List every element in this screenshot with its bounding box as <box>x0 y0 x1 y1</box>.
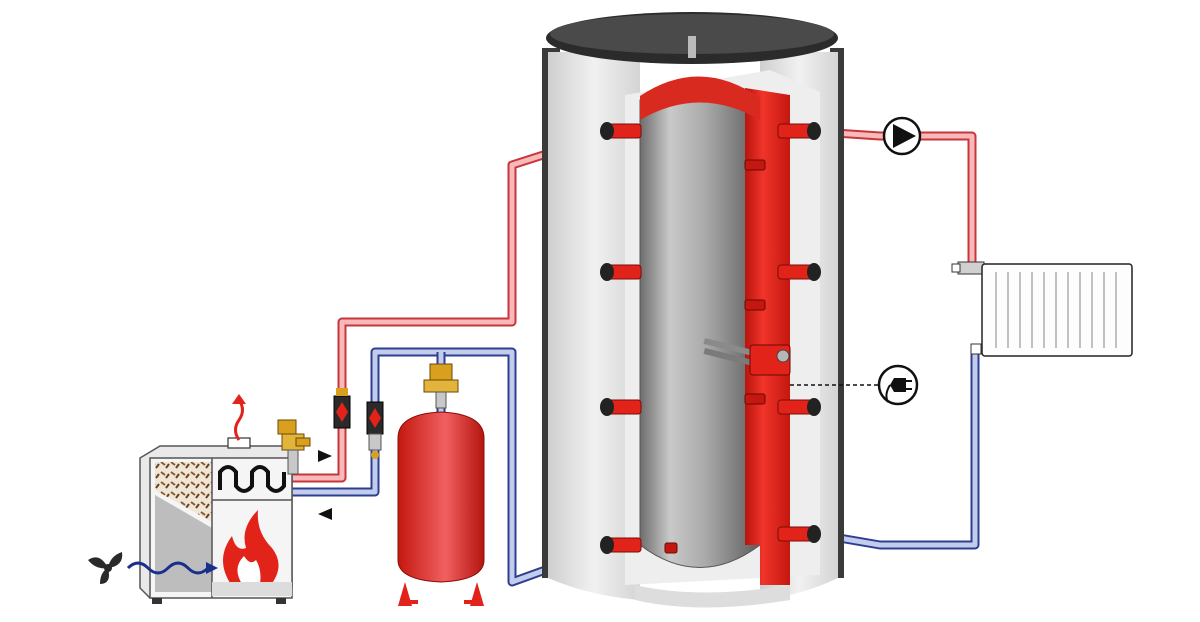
air-flow-arrow <box>126 561 218 575</box>
pump-icon <box>882 116 922 156</box>
flow-arrow-right <box>318 450 332 462</box>
flow-indicator-icon <box>333 388 384 459</box>
hot-flow-pipe <box>292 128 614 483</box>
tank-ports-right <box>777 123 815 542</box>
power-plug-icon <box>877 364 919 406</box>
wavy-up-arrow-icon <box>232 394 246 441</box>
flow-arrow-left <box>318 508 332 520</box>
fan-icon <box>88 552 123 584</box>
immersion-heater-icon <box>703 338 791 376</box>
radiator-return-pipe <box>809 350 980 550</box>
flame-icon <box>223 510 279 586</box>
expansion-vessel-icon <box>397 363 485 606</box>
safety-valve-icon <box>277 419 311 475</box>
pellet-boiler-icon <box>139 437 293 604</box>
heat-exchanger-coil <box>218 465 286 493</box>
buffer-tank <box>542 12 880 608</box>
radiator-icon <box>951 261 1133 357</box>
